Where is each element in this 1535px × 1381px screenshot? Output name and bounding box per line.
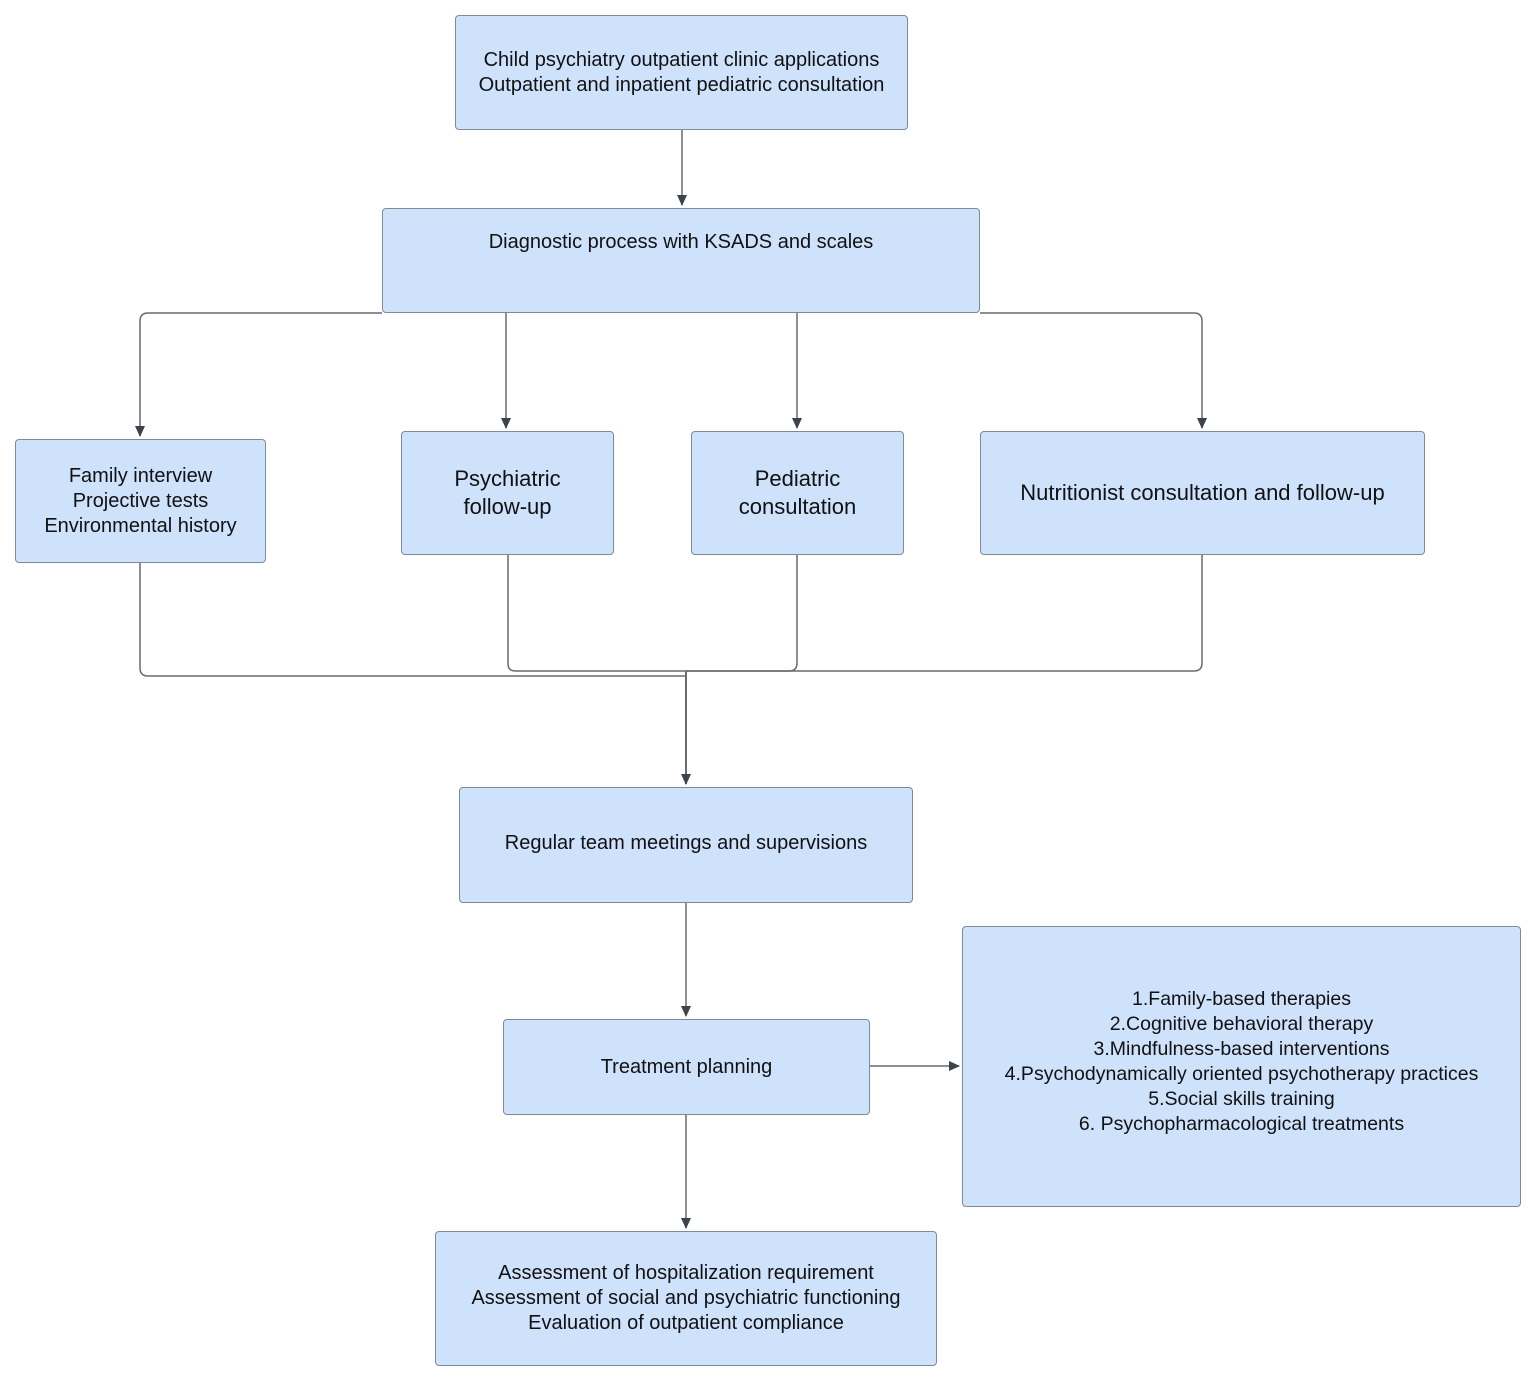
applications-line-2: Outpatient and inpatient pediatric consu… xyxy=(478,73,885,96)
connector-diagnostic-to-family xyxy=(135,312,382,437)
pediatric-box: Pediatric consultation xyxy=(691,431,904,555)
psychiatric-box: Psychiatric follow-up xyxy=(401,431,614,555)
assessment-line-3: Evaluation of outpatient compliance xyxy=(528,1312,844,1334)
assessment-box: Assessment of hospitalization requiremen… xyxy=(435,1231,937,1366)
meetings-line-1: Regular team meetings and supervisions xyxy=(504,831,868,854)
family-line-2: Projective tests xyxy=(72,489,209,512)
diagnostic-box: Diagnostic process with KSADS and scales xyxy=(382,208,980,313)
therapies-line-1: 1.Family-based therapies xyxy=(1132,987,1351,1010)
family-line-3: Environmental history xyxy=(44,514,237,537)
therapies-line-4: 4.Psychodynamically oriented psychothera… xyxy=(1004,1062,1479,1085)
family-box: Family interview Projective tests Enviro… xyxy=(15,439,266,563)
meetings-box: Regular team meetings and supervisions xyxy=(459,787,913,903)
family-line-1: Family interview xyxy=(68,464,213,487)
therapies-box: 1.Family-based therapies 2.Cognitive beh… xyxy=(962,926,1521,1207)
therapies-line-5: 5.Social skills training xyxy=(1148,1087,1335,1110)
therapies-line-2: 2.Cognitive behavioral therapy xyxy=(1109,1012,1374,1035)
psychiatric-line-2: follow-up xyxy=(463,494,552,519)
diagnostic-line-1: Diagnostic process with KSADS and scales xyxy=(488,231,874,253)
connector-psychiatric-merge xyxy=(507,555,798,672)
treatment-box: Treatment planning xyxy=(503,1019,870,1115)
connector-diagnostic-to-nutritionist xyxy=(980,312,1207,429)
assessment-line-1: Assessment of hospitalization requiremen… xyxy=(498,1262,874,1284)
treatment-line-1: Treatment planning xyxy=(600,1055,773,1078)
applications-line-1: Child psychiatry outpatient clinic appli… xyxy=(483,48,880,71)
psychiatric-line-1: Psychiatric xyxy=(454,466,561,491)
assessment-line-2: Assessment of social and psychiatric fun… xyxy=(471,1287,901,1309)
connector-nutritionist-merge xyxy=(686,555,1203,672)
nutritionist-box: Nutritionist consultation and follow-up xyxy=(980,431,1425,555)
nutritionist-line-1: Nutritionist consultation and follow-up xyxy=(1020,480,1385,505)
connector-family-merge xyxy=(139,563,686,677)
pediatric-line-1: Pediatric xyxy=(754,466,841,491)
applications-box: Child psychiatry outpatient clinic appli… xyxy=(455,15,908,130)
pediatric-line-2: consultation xyxy=(738,494,857,519)
therapies-line-6: 6. Psychopharmacological treatments xyxy=(1078,1112,1405,1135)
therapies-line-3: 3.Mindfulness-based interventions xyxy=(1093,1037,1390,1060)
